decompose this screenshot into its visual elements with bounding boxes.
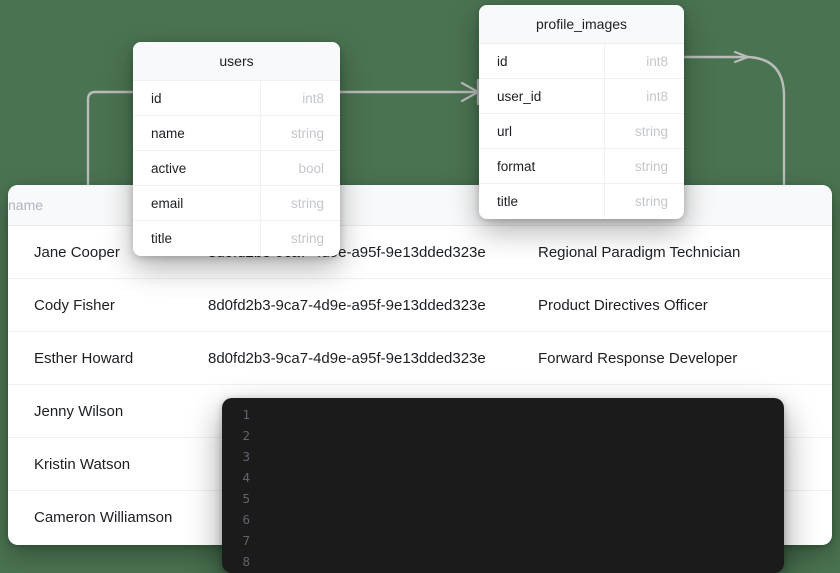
schema-column-name: id	[151, 90, 162, 106]
cell-uuid: 8d0fd2b3-9ca7-4d9e-a95f-9e13dded323e	[208, 296, 486, 314]
cell-title: Forward Response Developer	[538, 349, 738, 367]
line-number: 4	[242, 470, 250, 485]
line-number: 6	[242, 512, 250, 527]
arrow-head-icon	[733, 50, 750, 64]
schema-column-type: int8	[604, 79, 684, 113]
data-table-header-row: name	[8, 185, 832, 226]
table-row[interactable]: Jane Cooper 8d0fd2b3-9ca7-4d9e-a95f-9e13…	[8, 226, 832, 279]
schema-column-type: string	[604, 114, 684, 148]
schema-column-name: name	[151, 125, 185, 141]
schema-column-type: string	[260, 186, 340, 220]
schema-column-type: int8	[260, 81, 340, 115]
schema-card-title: users	[133, 42, 340, 81]
schema-row[interactable]: active bool	[133, 151, 340, 186]
code-line	[262, 446, 784, 467]
schema-row[interactable]: email string	[133, 186, 340, 221]
schema-row[interactable]: url string	[479, 114, 684, 149]
line-number: 2	[242, 428, 250, 443]
cell-name: Jenny Wilson	[34, 402, 124, 420]
column-header-name[interactable]: name	[8, 197, 44, 213]
code-line-number-gutter: 1 2 3 4 5 6 7 8	[222, 404, 262, 573]
schema-card-users[interactable]: users id int8 name string active bool em…	[133, 42, 340, 256]
schema-column-type: string	[604, 149, 684, 183]
schema-column-name: user_id	[497, 88, 542, 104]
line-number: 1	[242, 407, 250, 422]
connector-profileimages-id-right	[683, 55, 786, 202]
code-line	[262, 509, 784, 530]
schema-row[interactable]: id int8	[133, 81, 340, 116]
code-text-area[interactable]: const { data, error } = await supabase .…	[262, 404, 784, 573]
schema-column-name: id	[497, 53, 508, 69]
line-number: 5	[242, 491, 250, 506]
table-row[interactable]: Esther Howard 8d0fd2b3-9ca7-4d9e-a95f-9e…	[8, 332, 832, 385]
schema-row[interactable]: user_id int8	[479, 79, 684, 114]
schema-row[interactable]: name string	[133, 116, 340, 151]
cell-title: Product Directives Officer	[538, 296, 708, 314]
code-snippet-card[interactable]: 1 2 3 4 5 6 7 8 const { data, error } = …	[222, 398, 784, 573]
table-row[interactable]: Cody Fisher 8d0fd2b3-9ca7-4d9e-a95f-9e13…	[8, 279, 832, 332]
schema-row[interactable]: format string	[479, 149, 684, 184]
schema-column-type: string	[604, 184, 684, 219]
schema-row[interactable]: id int8	[479, 44, 684, 79]
cell-name: Jane Cooper	[34, 243, 120, 261]
schema-column-type: string	[260, 116, 340, 150]
schema-column-name: email	[151, 195, 184, 211]
schema-row[interactable]: title string	[479, 184, 684, 219]
line-number: 3	[242, 449, 250, 464]
cell-title: Regional Paradigm Technician	[538, 243, 741, 261]
schema-column-name: title	[497, 194, 519, 209]
schema-column-type: string	[260, 221, 340, 256]
cell-uuid: 8d0fd2b3-9ca7-4d9e-a95f-9e13dded323e	[208, 349, 486, 367]
line-number: 7	[242, 533, 250, 548]
schema-column-name: title	[151, 231, 173, 246]
schema-card-title: profile_images	[479, 5, 684, 44]
cell-name: Cameron Williamson	[34, 509, 173, 526]
cell-name: Cody Fisher	[34, 296, 115, 314]
schema-column-type: bool	[260, 151, 340, 185]
diagram-canvas: name Jane Cooper 8d0fd2b3-9ca7-4d9e-a95f…	[8, 5, 832, 573]
schema-row[interactable]: title string	[133, 221, 340, 256]
schema-column-name: active	[151, 160, 187, 176]
schema-column-name: url	[497, 123, 513, 139]
schema-card-profile-images[interactable]: profile_images id int8 user_id int8 url …	[479, 5, 684, 219]
schema-column-type: int8	[604, 44, 684, 78]
schema-column-name: format	[497, 158, 536, 174]
crowsfoot-icon	[460, 78, 480, 106]
table-row[interactable]: Cameron Williamson	[8, 491, 832, 544]
line-number: 8	[242, 554, 250, 569]
cell-name: Kristin Watson	[34, 455, 131, 473]
cell-name: Esther Howard	[34, 349, 134, 367]
